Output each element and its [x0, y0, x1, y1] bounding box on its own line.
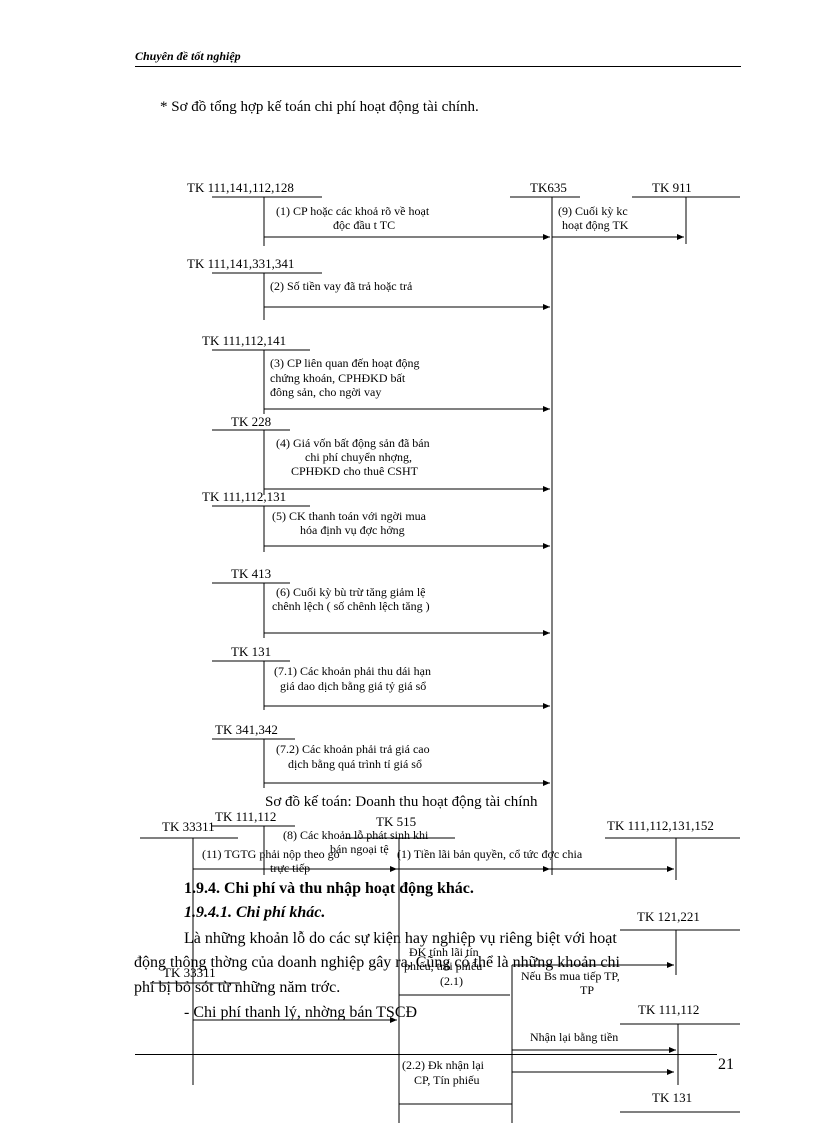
tk-d-label: TK 111,112,131 [202, 489, 287, 504]
tk111-112b-label: TK 111,112 [638, 1002, 700, 1017]
entry-refund: Nhận lại bằng tiền [530, 1030, 619, 1044]
tk-c-label: TK 111,112,141 [202, 333, 287, 348]
entry-21-line3: (2.1) [440, 974, 463, 988]
paragraph-line2: động thông thờng của doanh nghiệp gây ra… [134, 954, 620, 971]
header-title: Chuyên đề tốt nghiệp [135, 49, 241, 63]
entry-1-line1: (1) CP hoặc các khoả rõ về hoạt [276, 204, 430, 218]
entry-4-line1: (4) Giá vốn bất động sản đã bán [276, 436, 430, 450]
entry-buy-line1: Nếu Bs mua tiếp TP, [521, 969, 620, 983]
diagram2-title: Sơ đồ kế toán: Doanh thu hoạt động tài c… [265, 794, 538, 810]
entry-buy-line2: TP [580, 983, 595, 997]
entry-9-line1: (9) Cuối kỳ kc [558, 204, 628, 218]
tk33311b-label: TK 33311 [163, 965, 216, 980]
entry-9-line2: hoạt động TK [562, 218, 629, 232]
tk111-112-label: TK 111,112 [215, 809, 277, 824]
tk413-label: TK 413 [231, 566, 272, 581]
tk911-label: TK 911 [652, 180, 692, 195]
tk121-label: TK 121,221 [637, 909, 700, 924]
entry-1b: (1) Tiền lãi bản quyền, cổ tức đợc chia [397, 847, 583, 861]
entry-22-line1: (2.2) Đk nhận lại [402, 1058, 484, 1072]
paragraph-line3: phí bị bỏ sót từ những năm trớc. [134, 979, 341, 996]
entry-1-line2: độc đầu t TC [333, 218, 396, 232]
tk-b-label: TK 111,141,331,341 [187, 256, 295, 271]
entry-6-line1: (6) Cuối kỳ bù trừ tăng giảm lệ [276, 585, 426, 599]
tk-a-label: TK 111,141,112,128 [187, 180, 294, 195]
tk515-label: TK 515 [376, 814, 417, 829]
heading-1-9-4: 1.9.4. Chi phí và thu nhập hoạt động khá… [184, 880, 474, 897]
tk33311a-label: TK 33311 [162, 819, 215, 834]
entry-3-line3: đông sản, cho ngời vay [270, 385, 382, 399]
entry-8-line2: bán ngoại tệ [330, 842, 389, 856]
heading-1-9-4-1: 1.9.4.1. Chi phí khác. [184, 904, 326, 921]
tk131b-label: TK 131 [652, 1090, 693, 1105]
tk228-label: TK 228 [231, 414, 272, 429]
entry-8-line1: (8) Các khoản lỗ phát sinh khi [283, 828, 429, 842]
entry-72-line1: (7.2) Các khoản phải trả giá cao [276, 742, 430, 756]
entry-71-line2: giá dao dịch bằng giá tỷ giá sổ [280, 679, 427, 693]
entry-2: (2) Số tiền vay đã trả hoặc trả [270, 279, 413, 293]
entry-21-line2: phiếu, trái phiếu [404, 959, 483, 973]
tk131a-label: TK 131 [231, 644, 272, 659]
entry-3-line1: (3) CP liên quan đến hoạt động [270, 356, 420, 370]
bullet-item: - Chi phí thanh lý, nhờng bán TSCĐ [184, 1004, 418, 1021]
entry-11-line2: trực tiếp [270, 861, 311, 875]
entry-3-line2: chứng khoán, CPHĐKD bất [270, 371, 406, 385]
page-number: 21 [718, 1056, 734, 1073]
entry-72-line2: dịch bằng quá trình tỉ giá sổ [288, 757, 422, 771]
entry-5-line2: hóa định vụ đợc hởng [300, 523, 405, 537]
entry-71-line1: (7.1) Các khoản phải thu dái hạn [274, 664, 431, 678]
entry-22-line2: CP, Tín phiếu [414, 1073, 480, 1087]
paragraph-line1: Là những khoản lỗ do các sự kiện hay ngh… [184, 930, 617, 947]
header-rule [135, 66, 741, 67]
tk635-label: TK635 [530, 180, 567, 195]
entry-21-line1: ĐK tính lãi tín [409, 945, 479, 959]
footer-rule [135, 1054, 717, 1055]
tk341-label: TK 341,342 [215, 722, 278, 737]
entry-6-line2: chênh lệch ( số chênh lệch tăng ) [272, 599, 430, 613]
entry-4-line3: CPHĐKD cho thuê CSHT [291, 464, 419, 478]
entry-11-line1: (11) TGTG phải nộp theo go [202, 847, 340, 861]
entry-5-line1: (5) CK thanh toán với ngời mua [272, 509, 427, 523]
diagram1-title: * Sơ đồ tổng hợp kế toán chi phí hoạt độ… [160, 99, 479, 115]
tk-e-label: TK 111,112,131,152 [607, 818, 714, 833]
entry-4-line2: chi phí chuyển nhợng, [305, 450, 412, 464]
